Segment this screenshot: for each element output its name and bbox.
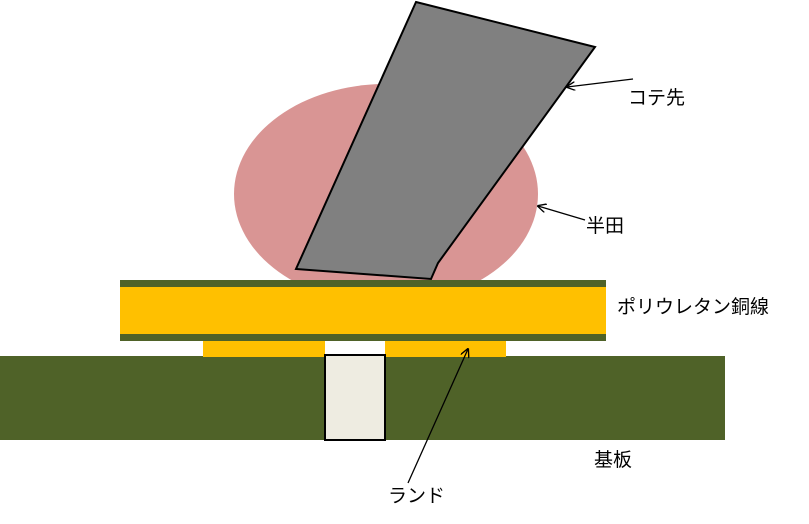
solder-label: 半田	[586, 215, 624, 237]
land-arrow	[407, 349, 468, 484]
wire-label: ポリウレタン銅線	[617, 296, 769, 318]
wire-core	[120, 287, 606, 334]
wire-coating-bottom	[120, 334, 606, 341]
wire-coating-top	[120, 280, 606, 287]
iron-tip-arrow	[567, 78, 634, 87]
land-label: ランド	[388, 485, 445, 507]
substrate-label: 基板	[594, 449, 632, 471]
iron-tip	[294, 0, 597, 281]
solder-arrow	[538, 206, 586, 221]
land-right	[385, 339, 506, 357]
iron-tip-label: コテ先	[628, 87, 685, 109]
land-left	[203, 339, 325, 357]
through-hole	[324, 354, 386, 441]
